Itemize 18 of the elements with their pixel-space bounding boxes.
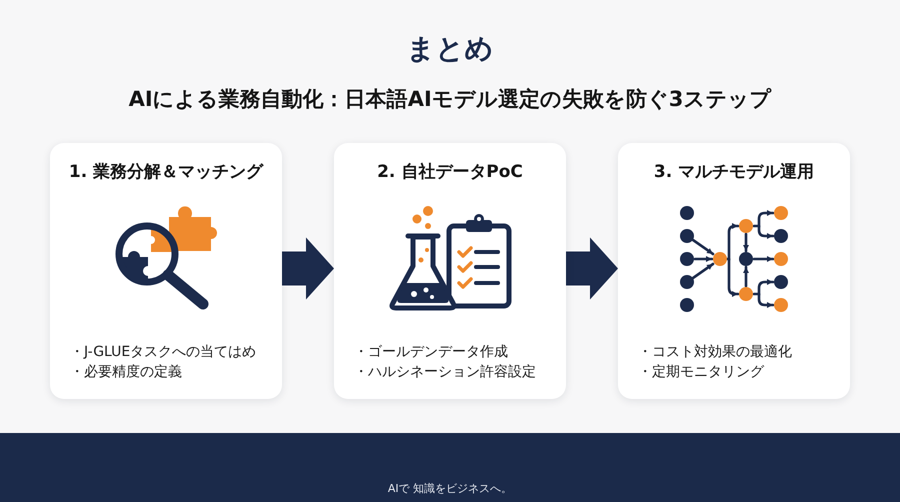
bullet-item: ・必要精度の定義 [70,363,182,382]
diagram-title: まとめ [406,31,494,67]
tagline: AIで 知識をビジネスへ。 [388,482,512,496]
bullet-item: ・J-GLUEタスクへの当てはめ [70,343,256,362]
bullet-item: ・ゴールデンデータ作成 [354,343,508,362]
step-heading: 3. マルチモデル運用 [654,161,814,183]
step-card [618,143,850,399]
diagram-subtitle: AIによる業務自動化：日本語AIモデル選定の失敗を防ぐ3ステップ [128,86,772,113]
step-card [50,143,282,399]
step-heading: 1. 業務分解＆マッチング [68,161,264,183]
bullet-item: ・コスト対効果の最適化 [638,343,792,362]
block-arrow [282,237,334,300]
bullet-item: ・ハルシネーション許容設定 [354,363,536,382]
bullet-item: ・定期モニタリング [638,363,764,382]
step-heading: 2. 自社データPoC [377,161,523,183]
footer-band [0,433,900,502]
step-card [334,143,566,399]
block-arrow [566,237,618,300]
